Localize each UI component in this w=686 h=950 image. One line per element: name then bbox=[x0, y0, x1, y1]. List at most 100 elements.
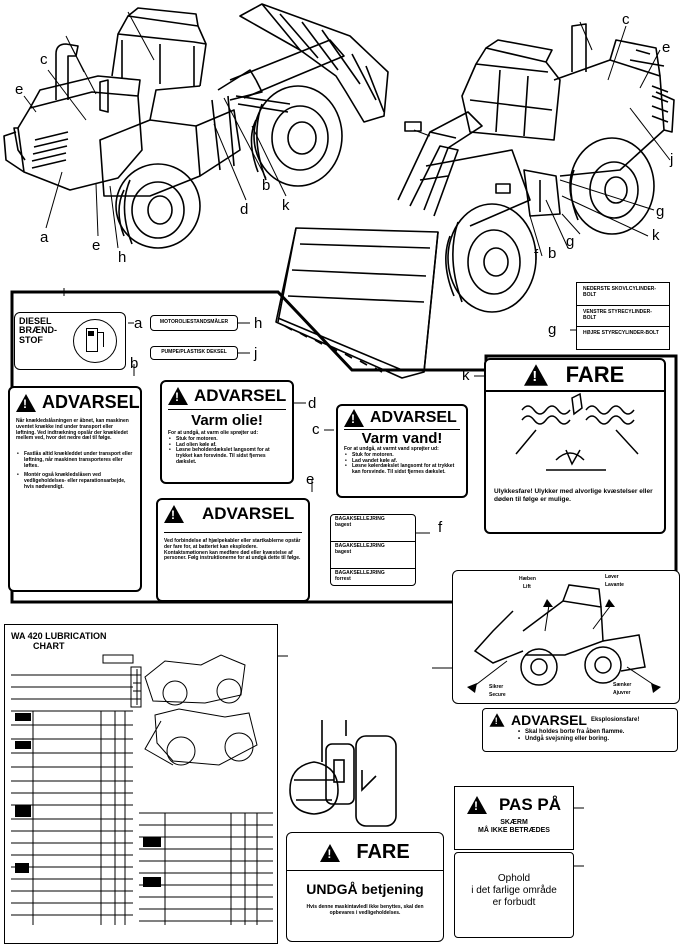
decal-b: ADVARSEL Når knækledslåsningen er åbnet,… bbox=[8, 386, 142, 592]
decal-b-letter: b bbox=[130, 355, 139, 372]
callout-left-d: d bbox=[240, 201, 249, 218]
decal-h-letter: h bbox=[254, 315, 263, 332]
tank-drawings bbox=[289, 720, 397, 827]
decal-g: NEDERSTE SKOVLCYLINDER-BOLT VENSTRE STYR… bbox=[576, 282, 670, 350]
paspa-title: PAS PÅ bbox=[498, 795, 562, 814]
decal-g-line-2: VENSTRE STYRECYLINDER-BOLT bbox=[577, 306, 669, 327]
diesel-line-2: BRÆND- bbox=[19, 325, 57, 336]
warning-triangle-icon bbox=[523, 364, 548, 386]
decal-f-letter: f bbox=[438, 519, 443, 536]
ophold-line-3: er forbudt bbox=[492, 897, 536, 908]
decal-c-item-2: Lad vandet køle af. bbox=[345, 458, 460, 465]
callout-right-g-bottom: g bbox=[566, 233, 575, 250]
ophold-text: Ophold i det farlige område er forbudt bbox=[455, 873, 573, 909]
lubrication-chart: WA 420 LUBRICATION CHART bbox=[4, 624, 278, 944]
decal-c-item-3: Løsne kølerdækslet langsomt for at trykk… bbox=[345, 463, 460, 476]
warning-triangle-icon bbox=[466, 796, 487, 814]
decal-f-row-1-label: BAGAKSELLEJRING bbox=[335, 516, 385, 522]
ophold-line-2: i det farlige område bbox=[471, 885, 557, 896]
decal-c-subtitle: Varm vand! bbox=[344, 429, 460, 447]
decal-j-text: PUMPE/PLASTISK DEKSEL bbox=[161, 349, 227, 355]
decal-j-letter: j bbox=[254, 345, 258, 362]
right-wheel-loader-drawing bbox=[275, 23, 675, 379]
decal-e-body: Ved forbindelse af hjælpekabler eller st… bbox=[164, 532, 302, 562]
decal-f-row-2-label: BAGAKSELLEJRING bbox=[335, 543, 385, 549]
loader-op-lift-2: Lift bbox=[523, 584, 531, 590]
decal-b-item-2: Montér også knækledslåsen ved vedligehol… bbox=[17, 472, 134, 490]
decal-pas-paa: PAS PÅ SKÆRM MÅ IKKE BETRÆDES bbox=[454, 786, 574, 850]
decal-g-letter: g bbox=[548, 321, 557, 338]
loader-op-lift-1: Hæben bbox=[519, 576, 536, 582]
decal-k-title: FARE bbox=[565, 362, 625, 387]
fuel-pump-icon bbox=[73, 319, 117, 363]
callout-right-e: e bbox=[662, 39, 671, 56]
loader-op-lower-1: Løver bbox=[605, 574, 619, 580]
decal-d-item-1: Stuk for motoren. bbox=[169, 436, 286, 443]
lube-chart-drawing bbox=[11, 654, 273, 925]
fare2-title: FARE bbox=[356, 841, 410, 863]
decal-e-title: ADVARSEL bbox=[202, 504, 295, 523]
callout-left-b: b bbox=[262, 177, 271, 194]
decal-d: ADVARSEL Varm olie! For at undgå, at var… bbox=[160, 380, 294, 484]
decal-d-item-3: Løsne beholderdækslet langsomt for at tr… bbox=[169, 447, 286, 465]
explosion-suffix: Eksplosionsfare! bbox=[590, 716, 640, 723]
decal-panel-frame bbox=[10, 290, 678, 604]
callout-right-k: k bbox=[652, 227, 660, 244]
callout-left-a: a bbox=[40, 229, 49, 246]
decal-j: PUMPE/PLASTISK DEKSEL bbox=[150, 346, 238, 360]
decal-k-body: Ulykkesfare! Ulykker med alvorlige kvæst… bbox=[494, 488, 653, 503]
decal-b-title: ADVARSEL bbox=[42, 392, 140, 412]
warning-triangle-icon bbox=[168, 387, 188, 405]
left-leader-lines bbox=[23, 11, 287, 249]
callout-left-c: c bbox=[40, 51, 48, 68]
loader-op-dump-2: Ajuvrer bbox=[613, 690, 631, 696]
decal-explosion: ADVARSEL Eksplosionsfare! Skal holdes bo… bbox=[482, 708, 678, 752]
callout-left-h: h bbox=[118, 249, 127, 266]
decal-d-subtitle: Varm olie! bbox=[168, 409, 286, 429]
decal-g-line-1: NEDERSTE SKOVLCYLINDER-BOLT bbox=[577, 283, 669, 306]
callout-right-b: b bbox=[548, 245, 557, 262]
callout-right-c: c bbox=[622, 11, 630, 28]
decal-f-row-3-sub: forrest bbox=[335, 575, 351, 582]
loader-op-secure-2: Secure bbox=[489, 692, 506, 698]
decal-c: ADVARSEL Varm vand! For at undgå, at var… bbox=[336, 404, 468, 498]
lube-title-1: WA 420 LUBRICATION bbox=[11, 631, 107, 641]
callout-right-g-top: g bbox=[656, 203, 665, 220]
decal-f-row-3: BAGAKSELLEJRING forrest bbox=[331, 569, 415, 585]
paspa-line-1: SKÆRM bbox=[500, 819, 528, 826]
decal-b-item-1: Fastlås altid knækleddet under transport… bbox=[17, 451, 134, 469]
ophold-line-1: Ophold bbox=[497, 873, 531, 884]
decal-diesel: DIESEL BRÆND- STOF bbox=[14, 312, 126, 370]
lube-title-2: CHART bbox=[33, 641, 65, 651]
decal-f-row-3-label: BAGAKSELLEJRING bbox=[335, 570, 385, 576]
decal-h-text: MOTOROLIESTANDSMÅLER bbox=[159, 319, 229, 325]
warning-triangle-icon bbox=[320, 843, 341, 862]
decal-f-row-1-sub: bagest bbox=[335, 521, 352, 528]
callout-right-f: f bbox=[534, 247, 539, 264]
decal-ophold: Ophold i det farlige område er forbudt bbox=[454, 852, 574, 938]
explosion-title: ADVARSEL bbox=[511, 712, 587, 728]
explosion-item-1: Skal holdes borte fra åben flamme. bbox=[518, 729, 673, 736]
warning-triangle-icon bbox=[164, 505, 184, 523]
explosion-item-2: Undgå svejsning eller boring. bbox=[518, 736, 673, 743]
decal-k-letter: k bbox=[462, 367, 470, 384]
paspa-line-2: MÅ IKKE BETRÆDES bbox=[478, 827, 550, 835]
decal-d-intro: For at undgå, at varm olie sprøjter ud: bbox=[168, 430, 259, 436]
decal-d-item-2: Lad olien køle af. bbox=[169, 442, 286, 449]
warning-triangle-icon bbox=[16, 393, 36, 412]
decal-c-intro: For at undgå, at varmt vand sprøjter ud: bbox=[344, 446, 439, 452]
callout-left-k: k bbox=[282, 197, 290, 214]
decal-fare-operation: FARE UNDGÅ betjening Hvis denne maskinta… bbox=[286, 832, 444, 942]
decal-f: BAGAKSELLEJRING bagest BAGAKSELLEJRING b… bbox=[330, 514, 416, 586]
callout-right-j: j bbox=[670, 151, 674, 168]
left-wheel-loader-drawing bbox=[3, 3, 389, 249]
decal-c-letter: c bbox=[312, 421, 320, 438]
fare2-subtitle: UNDGÅ betjening bbox=[306, 881, 424, 897]
spring-hazard-icon bbox=[515, 392, 639, 471]
loader-op-lower-2: Lavante bbox=[605, 582, 624, 588]
loader-op-dump-1: Sænker bbox=[613, 682, 632, 688]
callout-left-e-bottom: e bbox=[92, 237, 101, 254]
loader-operation-icon bbox=[467, 584, 661, 693]
decal-b-body: Når knækledslåsningen er åbnet, kan mask… bbox=[16, 418, 129, 442]
